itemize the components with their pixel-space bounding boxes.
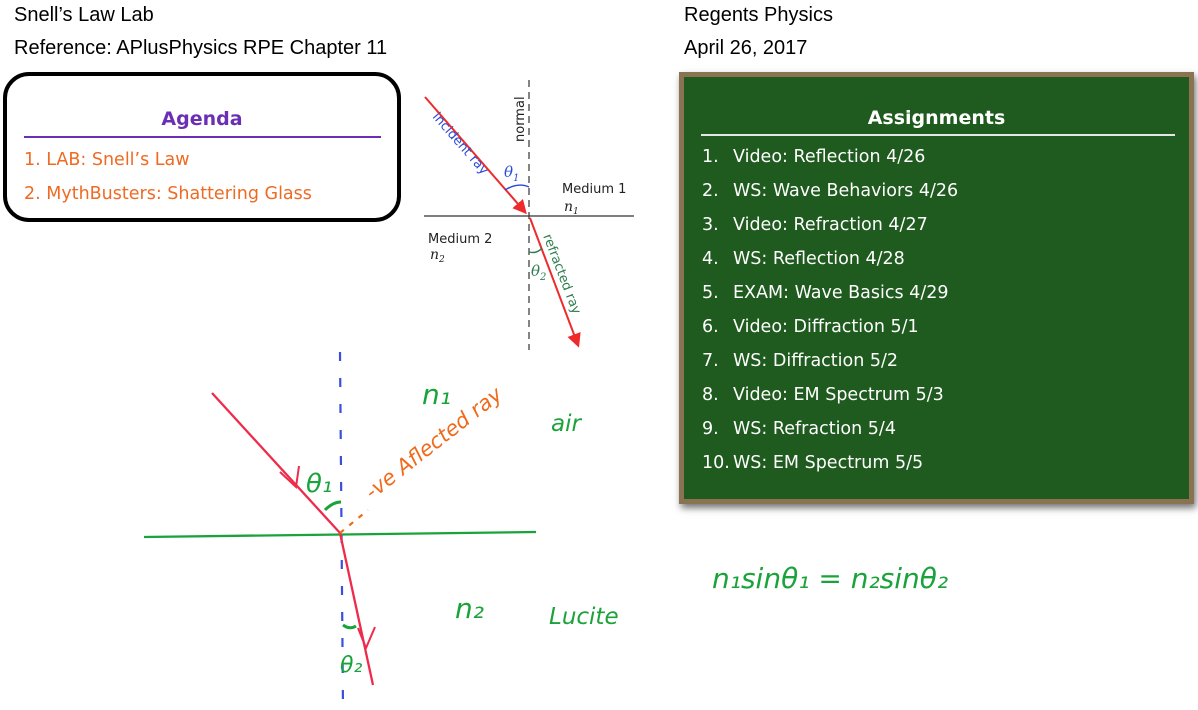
refraction-diagram: normal incident ray refracted ray θ1 θ2 … <box>424 80 634 350</box>
assignment-item: 7. WS: Diffraction 5/2 <box>702 351 898 371</box>
assignment-text: WS: Reflection 4/28 <box>733 249 905 269</box>
theta1-label: θ1 <box>504 163 519 184</box>
n2-label: n2 <box>430 247 445 265</box>
refracted-ray <box>529 217 581 348</box>
assignment-text: Video: Reflection 4/26 <box>733 147 926 167</box>
date-line: April 26, 2017 <box>684 37 808 59</box>
assignment-text: Video: Diffraction 5/1 <box>733 317 919 337</box>
assignment-number: 9. <box>702 419 719 439</box>
assignment-item: 5. EXAM: Wave Basics 4/29 <box>702 283 948 303</box>
sketch-normal-line <box>338 351 345 709</box>
sketch-n1-label: n₁ <box>422 378 451 411</box>
angle-arc-2 <box>528 247 543 254</box>
assignment-text: WS: EM Spectrum 5/5 <box>733 453 924 473</box>
assignment-number: 2. <box>702 181 719 201</box>
course-title: Regents Physics <box>684 4 833 26</box>
incident-ray <box>424 96 527 215</box>
sketch-refracted-ray <box>338 532 375 686</box>
assignment-text: WS: Wave Behaviors 4/26 <box>733 181 959 201</box>
sketch-air-label: air <box>551 411 582 437</box>
sketch-theta1-label: θ₁ <box>306 469 332 499</box>
assignment-item: 2. WS: Wave Behaviors 4/26 <box>702 181 958 201</box>
assignment-item: 6. Video: Diffraction 5/1 <box>702 317 919 337</box>
lab-title: Snell’s Law Lab <box>14 4 154 26</box>
reference-line: Reference: APlusPhysics RPE Chapter 11 <box>14 37 388 59</box>
assignment-number: 8. <box>702 385 719 405</box>
agenda-divider <box>24 136 381 138</box>
assignments-board: Assignments 1. Video: Reflection 4/26 2. W… <box>679 72 1194 504</box>
handwritten-sketch: n₁ air -ve Aflected ray θ₁ n₂ Lucite θ₂ … <box>143 351 948 709</box>
theta2-label: θ2 <box>531 262 546 283</box>
assignment-number: 3. <box>702 215 719 235</box>
assignment-item: 1. Video: Reflection 4/26 <box>702 147 925 167</box>
sketch-angle-arc-1 <box>323 500 342 512</box>
normal-label: normal <box>513 96 528 142</box>
sketch-incident-ray <box>211 392 341 534</box>
assignment-text: EXAM: Wave Basics 4/29 <box>733 283 949 303</box>
assignments-title: Assignments <box>867 107 1006 129</box>
sketch-n2-label: n₂ <box>455 592 484 625</box>
angle-arc-1 <box>504 184 530 191</box>
assignment-number: 7. <box>702 351 719 371</box>
assignment-item: 3. Video: Refraction 4/27 <box>702 215 928 235</box>
agenda-title: Agenda <box>161 108 243 130</box>
chalkboard-surface: Assignments 1. Video: Reflection 4/26 2. W… <box>684 77 1189 499</box>
medium2-label: Medium 2 <box>428 232 492 247</box>
snells-law-equation: n₁sinθ₁ = n₂sinθ₂ <box>712 562 948 595</box>
assignment-text: Video: Refraction 4/27 <box>733 215 928 235</box>
sketch-theta2-label: θ₂ <box>340 653 362 678</box>
sketch-reflected-ray <box>339 509 369 534</box>
sketch-lucite-label: Lucite <box>549 604 619 630</box>
assignment-text: WS: Diffraction 5/2 <box>733 351 899 371</box>
agenda-item: 1. LAB: Snell’s Law <box>24 150 190 170</box>
assignment-number: 6. <box>702 317 719 337</box>
sketch-angle-arc-2 <box>342 623 357 630</box>
assignment-text: Video: EM Spectrum 5/3 <box>733 385 944 405</box>
assignment-number: 1. <box>702 147 719 167</box>
assignment-number: 5. <box>702 283 719 303</box>
incident-ray-label: incident ray <box>429 110 491 178</box>
assignment-item: 4. WS: Reflection 4/28 <box>702 249 905 269</box>
assignment-text: WS: Refraction 5/4 <box>733 419 896 439</box>
assignment-number: 10. <box>702 453 730 473</box>
assignment-item: 9. WS: Refraction 5/4 <box>702 419 896 439</box>
sketch-refracted-arrow <box>357 626 376 651</box>
medium1-label: Medium 1 <box>562 182 626 197</box>
assignment-item: 10.WS: EM Spectrum 5/5 <box>702 453 923 473</box>
assignments-divider <box>701 134 1175 136</box>
n1-label: n1 <box>564 199 579 217</box>
agenda-item: 2. MythBusters: Shattering Glass <box>24 184 312 204</box>
agenda-box: Agenda 1. LAB: Snell’s Law 2. MythBuster… <box>3 72 401 222</box>
assignment-item: 8. Video: EM Spectrum 5/3 <box>702 385 944 405</box>
assignment-number: 4. <box>702 249 719 269</box>
sketch-incident-arrow <box>279 465 300 490</box>
